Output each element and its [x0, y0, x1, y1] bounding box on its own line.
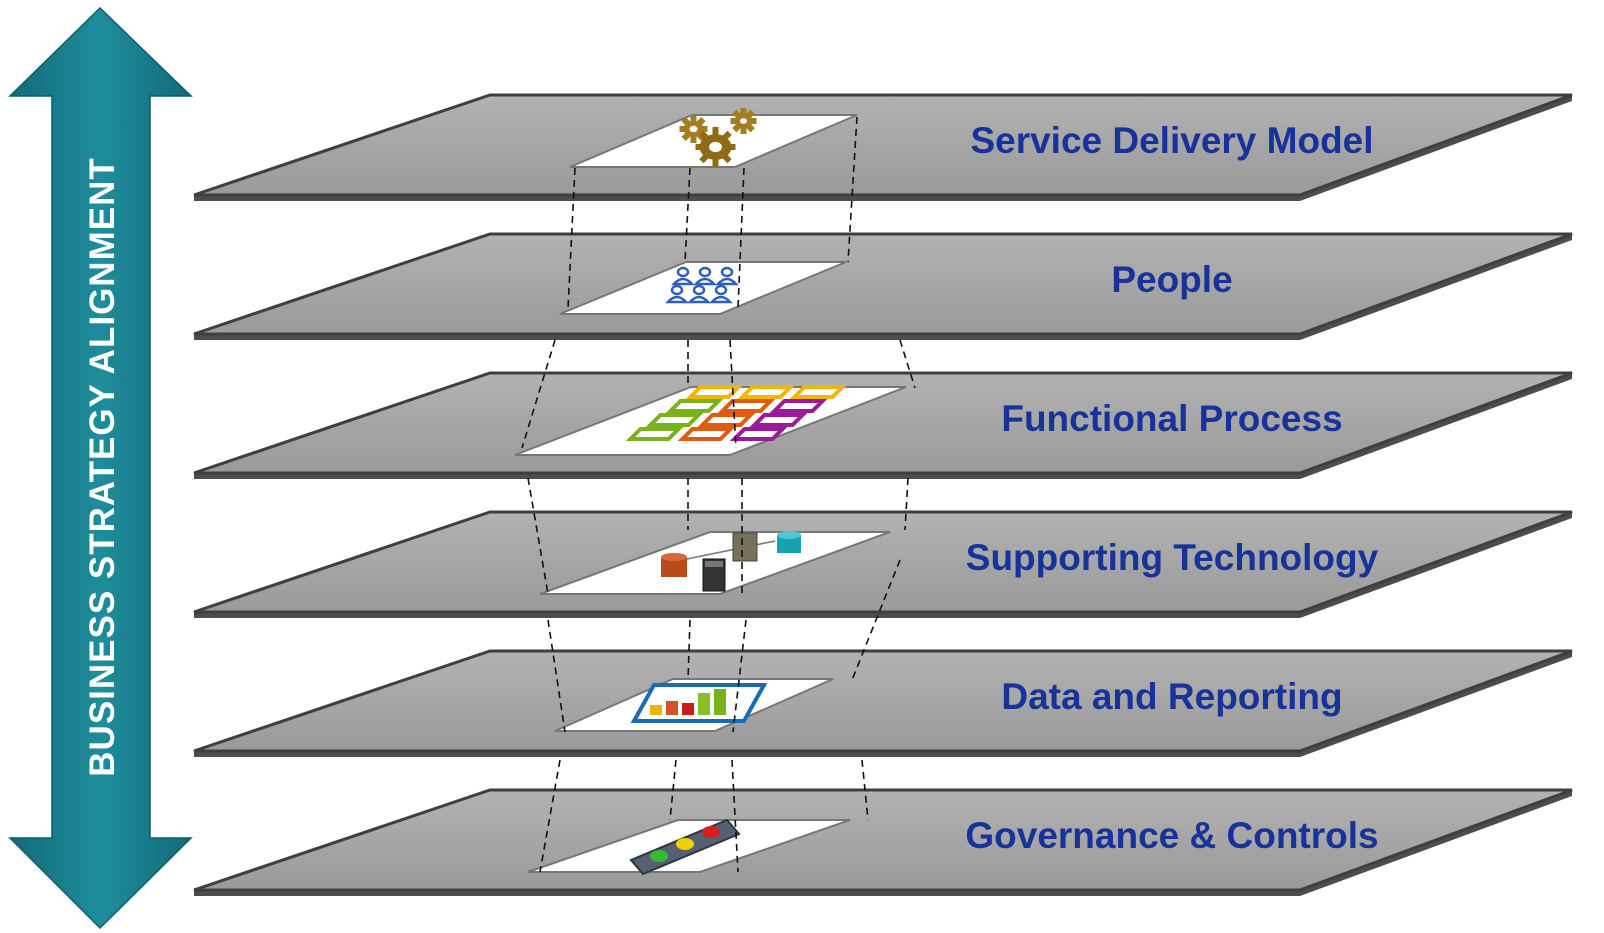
storage-shape [732, 532, 758, 562]
chart-bar [666, 701, 678, 715]
person-head [714, 284, 728, 296]
layer-plate [193, 788, 1573, 892]
green-light [650, 850, 668, 862]
layer-plate [193, 510, 1573, 614]
process-cell [717, 399, 776, 413]
layer-label-functional-process: Functional Process [1001, 398, 1342, 439]
gear-shape [679, 115, 708, 143]
connector-line [732, 619, 747, 733]
connector-line [527, 477, 549, 595]
alignment-arrow-label: BUSINESS STRATEGY ALIGNMENT [83, 157, 122, 776]
servers-databases-icon [661, 531, 801, 592]
process-cell [625, 427, 684, 441]
person-head [698, 266, 712, 278]
process-grid-icon [625, 385, 848, 441]
layer-plate [193, 232, 1573, 336]
layer-plate [193, 93, 1573, 197]
layer-label-service-delivery-model: Service Delivery Model [970, 120, 1373, 161]
yellow-light [676, 838, 694, 850]
layer-supporting-technology: Supporting Technology [193, 510, 1573, 618]
layer-connectors [521, 116, 916, 873]
traffic-light-icon [629, 818, 741, 876]
process-cell [729, 427, 788, 441]
person-body [709, 295, 733, 304]
process-cell [789, 385, 848, 399]
database-shape [777, 535, 801, 553]
connector-line [729, 339, 737, 449]
layer-people: People [193, 232, 1573, 340]
process-cell [645, 413, 704, 427]
process-cell [697, 413, 756, 427]
connector-line [687, 619, 691, 681]
layer-functional-process: Functional Process [193, 371, 1573, 479]
connector-line [547, 619, 566, 733]
people-icon [665, 266, 739, 304]
layer-service-delivery-model: Service Delivery Model [193, 93, 1573, 201]
layer-stack: Governance & Controls Data and Reporting S… [193, 93, 1573, 896]
process-cell [749, 413, 808, 427]
connector-line [731, 759, 739, 873]
connector-line [899, 339, 916, 389]
person-body [693, 277, 717, 286]
bar-chart-icon [630, 683, 768, 723]
process-cell [665, 399, 724, 413]
layer-label-data-and-reporting: Data and Reporting [1001, 676, 1342, 717]
process-cell [677, 427, 736, 441]
connector-line [851, 559, 901, 681]
layer-plate [193, 649, 1573, 753]
person-head [692, 284, 706, 296]
layer-data-and-reporting: Data and Reporting [193, 649, 1573, 757]
process-cell [685, 385, 744, 399]
layer-label-governance-and-controls: Governance & Controls [965, 815, 1378, 856]
person-head [676, 266, 690, 278]
person-body [687, 295, 711, 304]
person-head [720, 266, 734, 278]
alignment-arrow-shape [8, 6, 193, 930]
gear-shape [695, 127, 736, 167]
connector-line [521, 339, 556, 449]
gears-icon [679, 108, 757, 167]
layer-label-supporting-technology: Supporting Technology [966, 537, 1379, 578]
layer-label-people: People [1111, 259, 1232, 300]
connector-line [904, 477, 909, 531]
connector-line [847, 116, 858, 263]
chart-bar [698, 693, 710, 715]
business-strategy-alignment-arrow: BUSINESS STRATEGY ALIGNMENT [8, 6, 193, 930]
chart-bar [682, 703, 694, 715]
process-cell [737, 385, 796, 399]
connector-line [539, 759, 561, 873]
person-head [670, 284, 684, 296]
process-cell [769, 399, 828, 413]
person-body [715, 277, 739, 286]
chart-bar [714, 689, 726, 715]
person-body [671, 277, 695, 286]
connector-line [669, 759, 677, 821]
connector-line [861, 759, 869, 821]
gear-shape [730, 108, 757, 134]
red-light [702, 826, 720, 838]
database-shape [661, 557, 687, 577]
layer-governance-and-controls: Governance & Controls [193, 788, 1573, 896]
connector-line [684, 167, 691, 263]
chart-bar [650, 705, 662, 715]
person-body [665, 295, 689, 304]
